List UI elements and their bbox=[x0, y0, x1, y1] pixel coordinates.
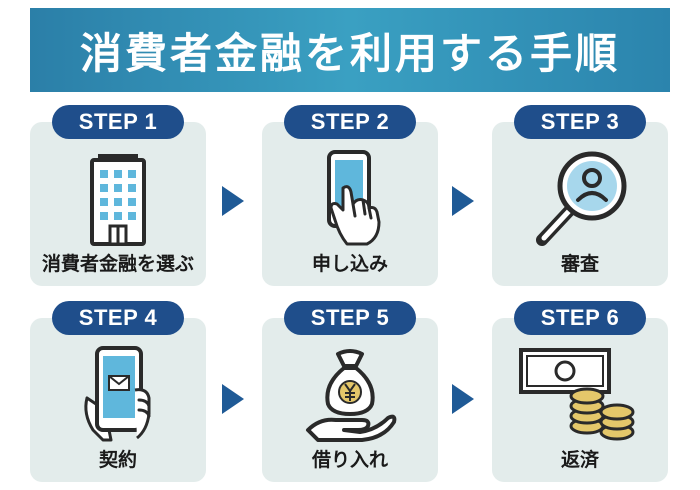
arrow-icon bbox=[452, 186, 474, 216]
step-card-6: STEP 6 返済 bbox=[492, 301, 668, 482]
step-card-5: STEP 5 借り入れ bbox=[262, 301, 438, 482]
step-badge: STEP 4 bbox=[52, 301, 184, 335]
step-label: 契約 bbox=[98, 449, 137, 471]
smartphone-tap-icon bbox=[262, 146, 438, 250]
step-label: 申し込み bbox=[311, 253, 388, 275]
step-badge: STEP 5 bbox=[284, 301, 416, 335]
step-badge: STEP 3 bbox=[514, 105, 646, 139]
banknote-coins-icon bbox=[492, 342, 668, 446]
arrow-icon bbox=[222, 384, 244, 414]
step-label: 消費者金融を選ぶ bbox=[41, 253, 194, 275]
step-card-4: STEP 4 契約 bbox=[30, 301, 206, 482]
smartphone-mail-icon bbox=[30, 342, 206, 446]
step-badge: STEP 2 bbox=[284, 105, 416, 139]
step-badge: STEP 6 bbox=[514, 301, 646, 335]
step-card-1: STEP 1 消費者金融を選ぶ bbox=[30, 105, 206, 286]
step-label: 審査 bbox=[560, 253, 599, 275]
arrow-icon bbox=[222, 186, 244, 216]
arrow-icon bbox=[452, 384, 474, 414]
title-banner: 消費者金融を利用する手順 bbox=[30, 8, 670, 92]
money-bag-hand-icon bbox=[262, 342, 438, 446]
step-label: 返済 bbox=[560, 449, 599, 471]
step-card-3: STEP 3 審査 bbox=[492, 105, 668, 286]
step-card-2: STEP 2 申し込み bbox=[262, 105, 438, 286]
step-label: 借り入れ bbox=[311, 449, 388, 471]
step-badge: STEP 1 bbox=[52, 105, 184, 139]
page-title: 消費者金融を利用する手順 bbox=[79, 28, 620, 78]
building-icon bbox=[30, 146, 206, 250]
magnifier-person-icon bbox=[492, 146, 668, 250]
